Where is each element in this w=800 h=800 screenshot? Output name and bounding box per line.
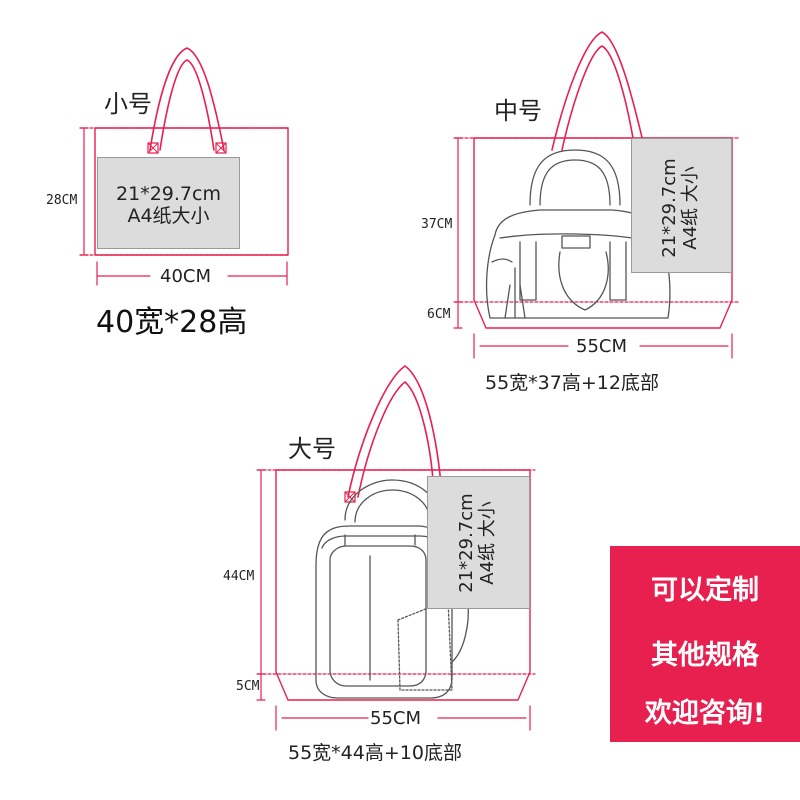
large-a4-label: 21*29.7cm A4纸 大小 <box>456 482 501 604</box>
medium-a4-line2: A4纸 大小 <box>679 166 701 250</box>
custom-size-promo: 可以定制 其他规格 欢迎咨询! <box>610 546 800 742</box>
promo-line-3: 欢迎咨询! <box>644 698 766 729</box>
small-width-label: 40CM <box>160 266 212 287</box>
large-size-name: 大号 <box>288 435 336 463</box>
large-width-label: 55CM <box>370 708 422 729</box>
small-spec: 40宽*28高 <box>96 305 248 340</box>
medium-height-label: 37CM <box>421 217 453 232</box>
medium-size-name: 中号 <box>494 97 542 125</box>
small-a4-line1: 21*29.7cm <box>116 183 221 205</box>
promo-line-1: 可以定制 <box>651 575 759 606</box>
large-bottom-label: 5CM <box>236 679 260 694</box>
large-a4-line1: 21*29.7cm <box>456 493 477 593</box>
small-size-name: 小号 <box>104 90 152 118</box>
large-height-label: 44CM <box>223 569 255 584</box>
medium-width-label: 55CM <box>576 336 628 357</box>
small-a4-line2: A4纸大小 <box>127 204 210 227</box>
medium-spec: 55宽*37高+12底部 <box>485 372 659 394</box>
medium-a4-reference <box>631 138 732 273</box>
medium-bottom-label: 6CM <box>427 307 451 322</box>
large-bag-outline <box>256 365 536 731</box>
small-height-label: 28CM <box>46 193 78 208</box>
small-a4-reference: 21*29.7cm A4纸大小 <box>97 157 240 249</box>
promo-line-2: 其他规格 <box>651 640 759 671</box>
large-a4-line2: A4纸 大小 <box>476 501 498 585</box>
medium-bag-outline <box>453 31 741 359</box>
medium-a4-label: 21*29.7cm A4纸 大小 <box>659 147 704 269</box>
medium-a4-line1: 21*29.7cm <box>659 158 680 258</box>
small-bag-outline <box>79 47 291 286</box>
large-spec: 55宽*44高+10底部 <box>288 742 462 764</box>
large-a4-reference <box>427 476 530 609</box>
